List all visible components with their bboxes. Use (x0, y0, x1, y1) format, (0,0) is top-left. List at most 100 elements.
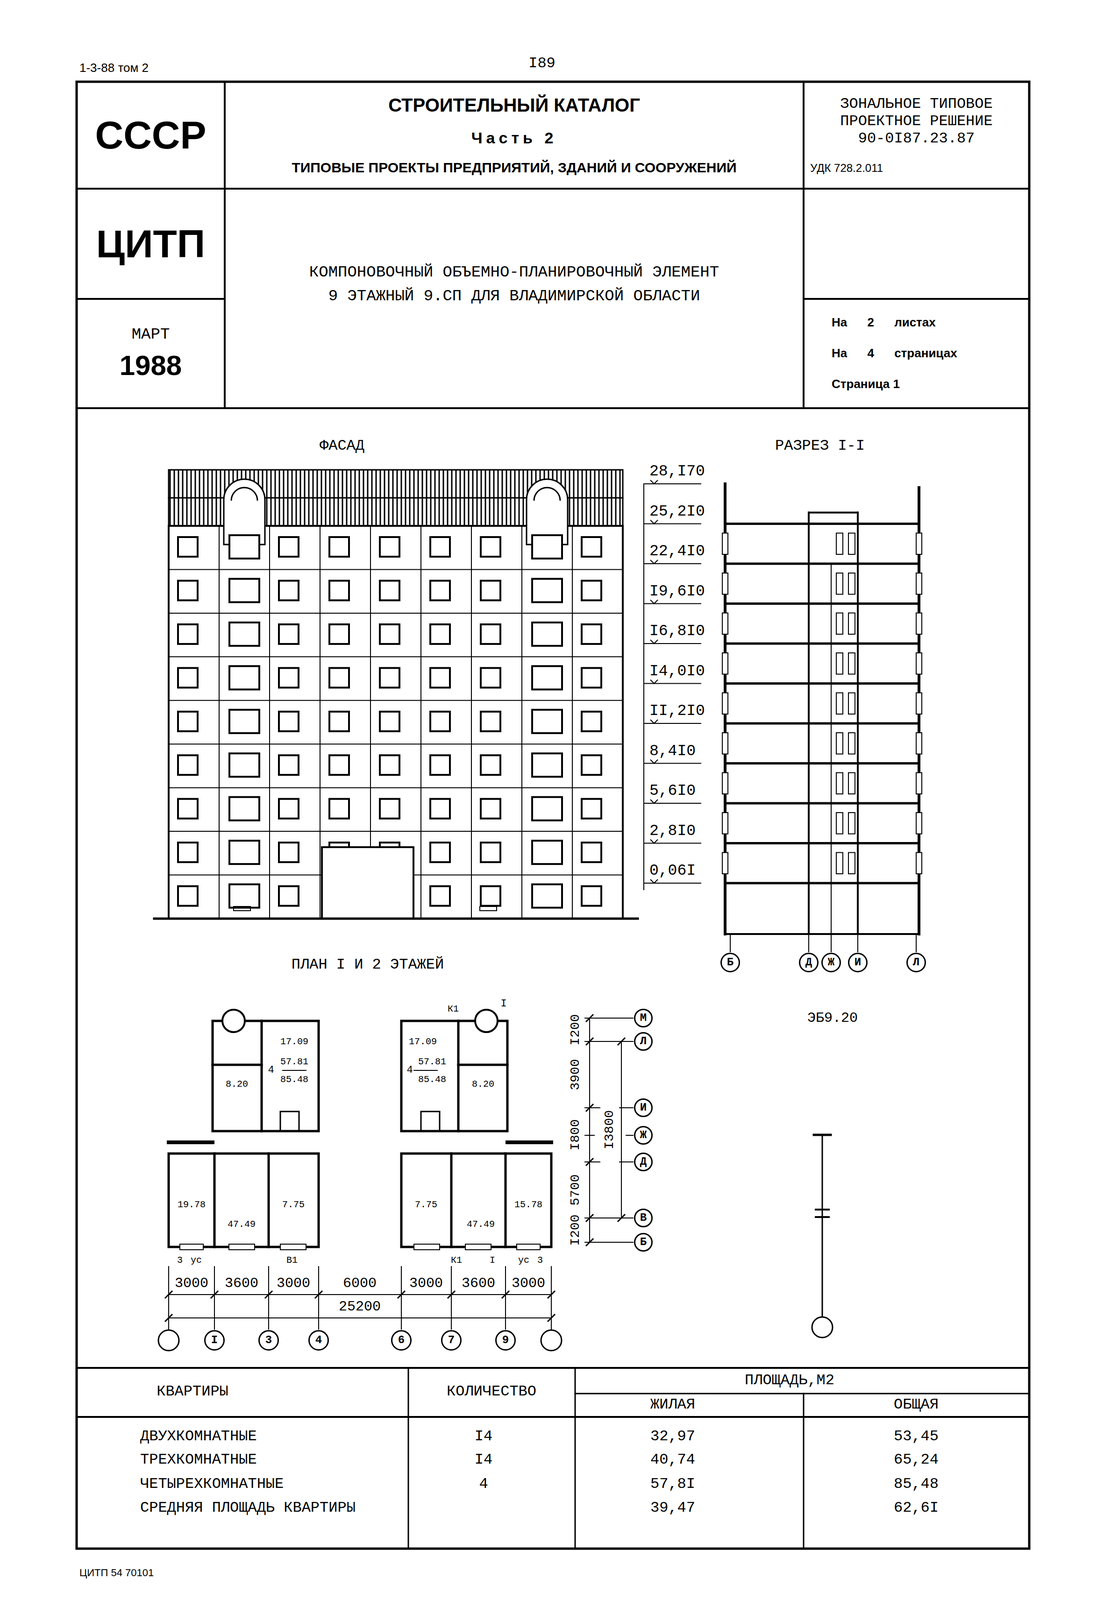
floor-joint (168, 787, 623, 789)
table-cell: 4 (478, 1476, 488, 1494)
level-arrow (650, 879, 658, 884)
floor-joint (168, 656, 623, 658)
ground-line (154, 918, 638, 921)
level-mark: 25,2I0 (649, 503, 706, 521)
stair-window (836, 733, 843, 755)
level-mark: II,2I0 (649, 702, 706, 721)
axis-letter: И (854, 956, 862, 970)
floor-joint (168, 569, 623, 570)
level-mark: I6,8I0 (649, 622, 706, 641)
header-cell: СССР (76, 81, 225, 189)
level-mark (643, 643, 701, 645)
plan-window (280, 1244, 307, 1251)
dimension-line (589, 1018, 591, 1243)
window (329, 624, 350, 645)
panel-joint (521, 526, 523, 919)
dimension-line (168, 1317, 552, 1319)
table-cell: 62,6I (893, 1500, 939, 1518)
window-section (722, 693, 728, 715)
floor-slab (725, 642, 919, 646)
axis-bubble: Ж (821, 953, 841, 973)
window-section (916, 773, 922, 795)
axis-bubble: И (633, 1098, 653, 1118)
window-section (916, 853, 922, 875)
window (229, 666, 260, 690)
window (480, 580, 501, 601)
window (329, 755, 350, 776)
stair-window (848, 733, 855, 755)
floor-slab (725, 842, 919, 845)
dimension-tick (265, 1291, 272, 1299)
axis-bubble: Ж (633, 1126, 653, 1146)
window (430, 537, 450, 557)
level-mark (643, 883, 701, 884)
table-cell: I4 (474, 1452, 493, 1470)
window (581, 886, 602, 907)
level-arrow (650, 520, 658, 525)
header-text: ТИПОВЫЕ ПРОЕКТЫ ПРЕДПРИЯТИЙ, ЗДАНИЙ И СО… (291, 159, 737, 177)
window-section (722, 812, 728, 835)
window (229, 535, 260, 559)
level-arrow (650, 600, 658, 605)
dimension-tick (165, 1291, 172, 1299)
window (480, 712, 501, 732)
room-area: 85.48 (418, 1074, 447, 1086)
corridor-wall (168, 1140, 213, 1145)
window (532, 753, 563, 777)
dimension-tick (448, 1291, 455, 1299)
stair-window (848, 693, 855, 715)
plan-wall (213, 1153, 216, 1248)
axis-line (830, 934, 832, 953)
window (278, 886, 299, 907)
axis-line (915, 934, 917, 953)
window (480, 537, 501, 557)
level-mark (643, 483, 701, 485)
extension-line (318, 1267, 320, 1330)
floor-slab (725, 522, 919, 526)
room-area: I (500, 998, 507, 1011)
axis-letter: Д (640, 1155, 647, 1169)
window (278, 580, 299, 601)
frame-line (803, 298, 1030, 300)
header-cell: ЦИТП (76, 188, 225, 300)
axis-bubble: I (204, 1330, 225, 1352)
lift-shaft (420, 1111, 440, 1132)
level-arrow (650, 680, 658, 684)
axis-bubble: И (847, 953, 868, 973)
section-wall (807, 512, 810, 935)
axis-line (808, 934, 810, 953)
panel-joint (319, 526, 321, 919)
header-text: КОМПОНОВОЧНЫЙ ОБЪЕМНО-ПЛАНИРОВОЧНЫЙ ЭЛЕМ… (308, 260, 720, 309)
axis-bubble: Д (633, 1153, 653, 1172)
window (430, 755, 450, 776)
extension-line (450, 1267, 452, 1330)
floor-joint (168, 700, 623, 702)
window (379, 799, 400, 820)
room-area: 17.09 (408, 1036, 437, 1048)
corridor-wall (507, 1140, 552, 1145)
window (379, 580, 400, 601)
panel-joint (420, 526, 422, 919)
room-area: 85.48 (280, 1074, 309, 1086)
window-section (916, 533, 922, 556)
dimension: 3000 (409, 1275, 443, 1293)
fraction-line (413, 1070, 438, 1072)
plan-wall (504, 1153, 507, 1248)
room-area: К1 (447, 1004, 459, 1015)
view-title: ФАСАД (319, 437, 365, 456)
element-axis (821, 1135, 824, 1318)
dimension-tick (165, 1315, 172, 1322)
window (581, 755, 602, 776)
plan-window (413, 1244, 440, 1251)
floor-slab (725, 722, 919, 726)
axis-bubble-empty (541, 1330, 562, 1352)
level-mark (643, 683, 701, 685)
page-header: 1-3-88 том 2 (79, 61, 149, 76)
window (581, 712, 602, 732)
room-area: I (489, 1255, 496, 1267)
level-mark: 0,06I (649, 862, 696, 881)
vent (233, 906, 251, 912)
room-area: 19.78 (177, 1199, 206, 1211)
window (480, 842, 501, 863)
axis-letter: Б (640, 1236, 647, 1250)
